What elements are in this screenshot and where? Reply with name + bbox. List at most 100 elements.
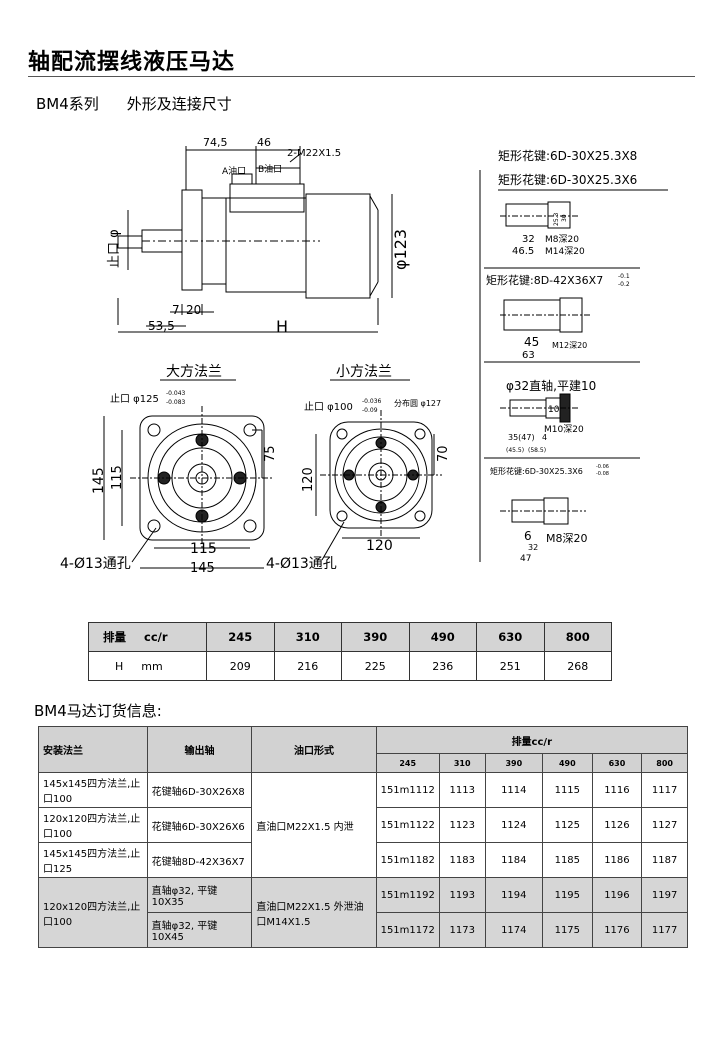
model-cell: 1186 xyxy=(591,842,643,878)
shaft-2-thread-m14: M14深20 xyxy=(545,246,585,257)
sub-630: 630 xyxy=(591,753,643,773)
model-cell: 151m1192 xyxy=(375,877,440,913)
h-245: 209 xyxy=(206,651,275,681)
model-cell: 1185 xyxy=(542,842,593,878)
flange-cell: 120x120四方法兰,止口100 xyxy=(38,807,148,843)
shaft-4-dim-35: 35(47) xyxy=(508,433,535,442)
model-cell: 1194 xyxy=(484,877,544,913)
h-390: 225 xyxy=(341,651,410,681)
dim-h: H xyxy=(276,317,288,336)
small-flange-bolt-circle: 分布圆 φ127 xyxy=(394,398,441,408)
order-table: 安装法兰 输出轴 油口形式 排量cc/r 245 310 390 490 630… xyxy=(38,726,689,948)
model-cell: 1196 xyxy=(591,877,643,913)
big-flange-dim-75: 75 xyxy=(263,445,278,462)
table-row: 120x120四方法兰,止口100 直轴φ32, 平键10X35 直油口M22X… xyxy=(38,877,688,948)
model-cell: 1174 xyxy=(484,912,544,948)
shaft-cell: 花键轴6D-30X26X8 xyxy=(146,772,253,808)
small-flange-tol-upper: -0.036 xyxy=(362,398,382,405)
model-cell: 1176 xyxy=(591,912,643,948)
small-flange-holes: 4-Ø13通孔 xyxy=(266,556,337,572)
dim-dia-123: φ123 xyxy=(391,229,410,270)
flange-cell: 145x145四方法兰,止口100 xyxy=(38,772,148,808)
disp-310: 310 xyxy=(273,622,342,652)
dim-74-5: 74,5 xyxy=(203,136,228,149)
h-800: 268 xyxy=(543,651,612,681)
shaft-3-tol-upper: -0.1 xyxy=(618,273,630,280)
big-flange-title: 大方法兰 xyxy=(166,364,222,380)
model-cell: 1177 xyxy=(641,912,688,948)
shaft-4-dim-4: 4 xyxy=(542,433,547,442)
small-flange-pilot: 止口 φ100 xyxy=(304,401,353,413)
model-cell: 1125 xyxy=(542,807,593,843)
shaft-5-dim-47: 47 xyxy=(520,554,531,564)
big-flange-tol-lower: -0.083 xyxy=(166,399,186,406)
model-cell: 151m1172 xyxy=(375,912,440,948)
h-310: 216 xyxy=(273,651,342,681)
model-cell: 1117 xyxy=(641,772,688,808)
sub-245: 245 xyxy=(375,753,440,773)
dim-port-thread: 2-M22X1.5 xyxy=(287,148,341,159)
big-flange-dim-145-v: 145 xyxy=(91,467,107,494)
shaft-5-dim-6: 6 xyxy=(524,529,532,543)
shaft-4-dim-45-5: (45.5) xyxy=(506,447,524,454)
model-cell: 1115 xyxy=(542,772,593,808)
shaft-1-title: 矩形花键:6D-30X25.3X8 xyxy=(498,148,637,163)
shaft-3-tol-lower: -0.2 xyxy=(618,281,630,288)
big-flange-dim-115-h: 115 xyxy=(190,541,217,557)
disp-630: 630 xyxy=(476,622,545,652)
small-flange-view: 小方法兰 止口 φ100 -0.036 -0.09 分布圆 φ127 120 7… xyxy=(266,364,451,572)
model-cell: 1123 xyxy=(438,807,486,843)
shaft-cell: 直轴φ32, 平键10X35 xyxy=(146,877,253,913)
big-flange-view: 大方法兰 止口 φ125 -0.043 -0.083 145 115 75 11… xyxy=(60,364,278,576)
shaft-4-thread: M10深20 xyxy=(544,424,584,435)
model-cell: 1195 xyxy=(542,877,593,913)
header-flange: 安装法兰 xyxy=(38,726,148,773)
port-cell: 直油口M22X1.5 内泄 xyxy=(251,772,377,878)
model-cell: 1113 xyxy=(438,772,486,808)
order-info-title: BM4马达订货信息: xyxy=(34,702,162,720)
model-cell: 1193 xyxy=(438,877,486,913)
shaft-3-dim-63: 63 xyxy=(522,350,535,361)
table-row: 直轴φ32, 平键10X45 151m1172 1173 1174 1175 1… xyxy=(39,912,688,948)
title-divider xyxy=(28,76,695,77)
shaft-2-dim-25-3: 25.3 xyxy=(553,212,560,226)
header-port: 油口形式 xyxy=(251,726,377,773)
dim-46: 46 xyxy=(257,136,271,149)
sub-800: 800 xyxy=(641,753,688,773)
dim-7: 7 xyxy=(172,303,180,317)
model-cell: 1187 xyxy=(641,842,688,878)
model-cell: 1114 xyxy=(484,772,544,808)
disp-390: 390 xyxy=(341,622,410,652)
shaft-2-dim-32: 32 xyxy=(522,234,535,245)
shaft-4-title: φ32直轴,平建10 xyxy=(506,378,596,393)
shaft-3-thread: M12深20 xyxy=(552,341,587,350)
model-cell: 1116 xyxy=(591,772,643,808)
big-flange-tol-upper: -0.043 xyxy=(166,390,186,397)
model-cell: 1124 xyxy=(484,807,544,843)
model-cell: 1175 xyxy=(542,912,593,948)
shaft-5-tol-upper: -0.06 xyxy=(596,464,609,470)
shaft-2-dim-46-5: 46.5 xyxy=(512,246,534,257)
model-cell: 1173 xyxy=(438,912,486,948)
shaft-cell: 花键轴8D-42X36X7 xyxy=(146,842,253,878)
disp-490: 490 xyxy=(408,622,477,652)
shaft-2-dim-30: 30 xyxy=(561,214,568,222)
page-title: 轴配流摆线液压马达 xyxy=(28,50,236,75)
big-flange-dim-115-v: 115 xyxy=(110,465,125,490)
shaft-2-title: 矩形花键:6D-30X25.3X6 xyxy=(498,172,637,187)
header-shaft: 输出轴 xyxy=(146,726,253,773)
shaft-cell: 花键轴6D-30X26X6 xyxy=(146,807,253,843)
sub-310: 310 xyxy=(438,753,486,773)
flange-cell: 120x120四方法兰,止口100 xyxy=(38,877,148,948)
small-flange-title: 小方法兰 xyxy=(336,364,392,380)
dim-53-5: 53,5 xyxy=(148,319,175,333)
h-630: 251 xyxy=(476,651,545,681)
big-flange-holes: 4-Ø13通孔 xyxy=(60,556,131,572)
shaft-4-key-10: 10 xyxy=(548,405,560,415)
engineering-drawing: 74,5 46 2-M22X1.5 A油口 B油口 止口 φ φ123 7 20… xyxy=(60,136,668,576)
model-cell: 1184 xyxy=(484,842,544,878)
disp-800: 800 xyxy=(543,622,612,652)
